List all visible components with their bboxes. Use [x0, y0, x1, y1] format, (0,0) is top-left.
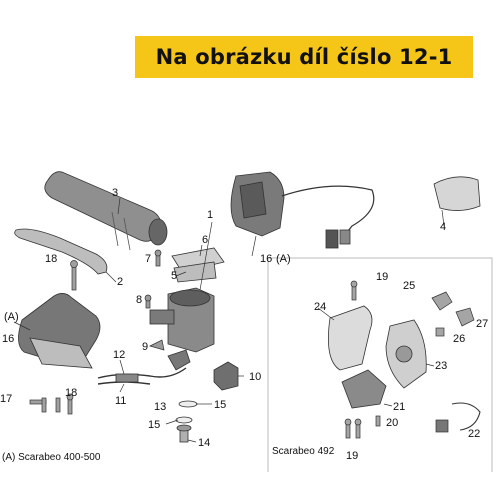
callout-5: 5 [171, 270, 177, 282]
callout-18-top: 18 [45, 253, 57, 265]
title-banner: Na obrázku díl číslo 12-1 [135, 36, 473, 78]
callout-11: 11 [115, 395, 126, 407]
callout-7: 7 [145, 253, 151, 265]
callout-19-top: 19 [376, 271, 388, 283]
inset-switch-21 [341, 369, 387, 409]
callout-27: 27 [476, 318, 488, 330]
inset-left-cover-24 [327, 305, 373, 371]
handlebar-cover [433, 176, 481, 211]
callout-3: 3 [112, 187, 118, 199]
callout-15-lower: 15 [148, 419, 160, 431]
callout-a-left: (A) [4, 311, 19, 323]
small-screws [144, 249, 165, 351]
callout-9: 9 [142, 341, 148, 353]
note-model-a: (A) Scarabeo 400-500 [2, 452, 101, 463]
brake-switch-wiring [97, 349, 191, 385]
callout-25: 25 [403, 280, 415, 292]
brake-lever [14, 228, 108, 275]
inset-small-parts [344, 280, 475, 439]
left-switch-housing [18, 293, 101, 369]
callout-15-upper: 15 [214, 399, 226, 411]
callout-labels: 1 2 3 4 5 6 7 8 9 10 11 12 13 14 15 15 1… [0, 187, 488, 462]
pivot-bolt-stack [175, 400, 198, 443]
note-model-b: Scarabeo 492 [272, 446, 335, 457]
callout-8: 8 [136, 294, 142, 306]
throttle-grip [44, 171, 168, 251]
callout-22: 22 [468, 428, 480, 440]
callout-23: 23 [435, 360, 447, 372]
inset-housing-23 [385, 319, 427, 389]
callout-12: 12 [113, 349, 125, 361]
callout-19-bottom: 19 [346, 450, 358, 462]
callout-16-left: 16 [2, 333, 14, 345]
right-switch-housing [230, 171, 375, 249]
inset-frame [267, 257, 493, 472]
callout-a-top: (A) [276, 253, 291, 265]
handlebar-clamp [213, 361, 239, 391]
callout-17: 17 [0, 393, 12, 405]
callout-24: 24 [314, 301, 326, 313]
inset-cable-22 [451, 402, 481, 431]
master-cylinder [149, 247, 225, 353]
callout-6: 6 [202, 234, 208, 246]
callout-4: 4 [440, 221, 446, 233]
callout-10: 10 [249, 371, 261, 383]
callout-26: 26 [453, 333, 465, 345]
callout-2: 2 [117, 276, 123, 288]
title-text: Na obrázku díl číslo 12-1 [155, 45, 453, 69]
callout-14: 14 [198, 437, 210, 449]
callout-21: 21 [393, 401, 405, 413]
screws-17-18 [29, 260, 78, 415]
callout-13: 13 [154, 401, 166, 413]
callout-1: 1 [207, 209, 213, 221]
callout-16-top: 16 [260, 253, 272, 265]
inset-connector [435, 419, 449, 433]
callout-20: 20 [386, 417, 398, 429]
callout-18-bottom: 18 [65, 387, 77, 399]
